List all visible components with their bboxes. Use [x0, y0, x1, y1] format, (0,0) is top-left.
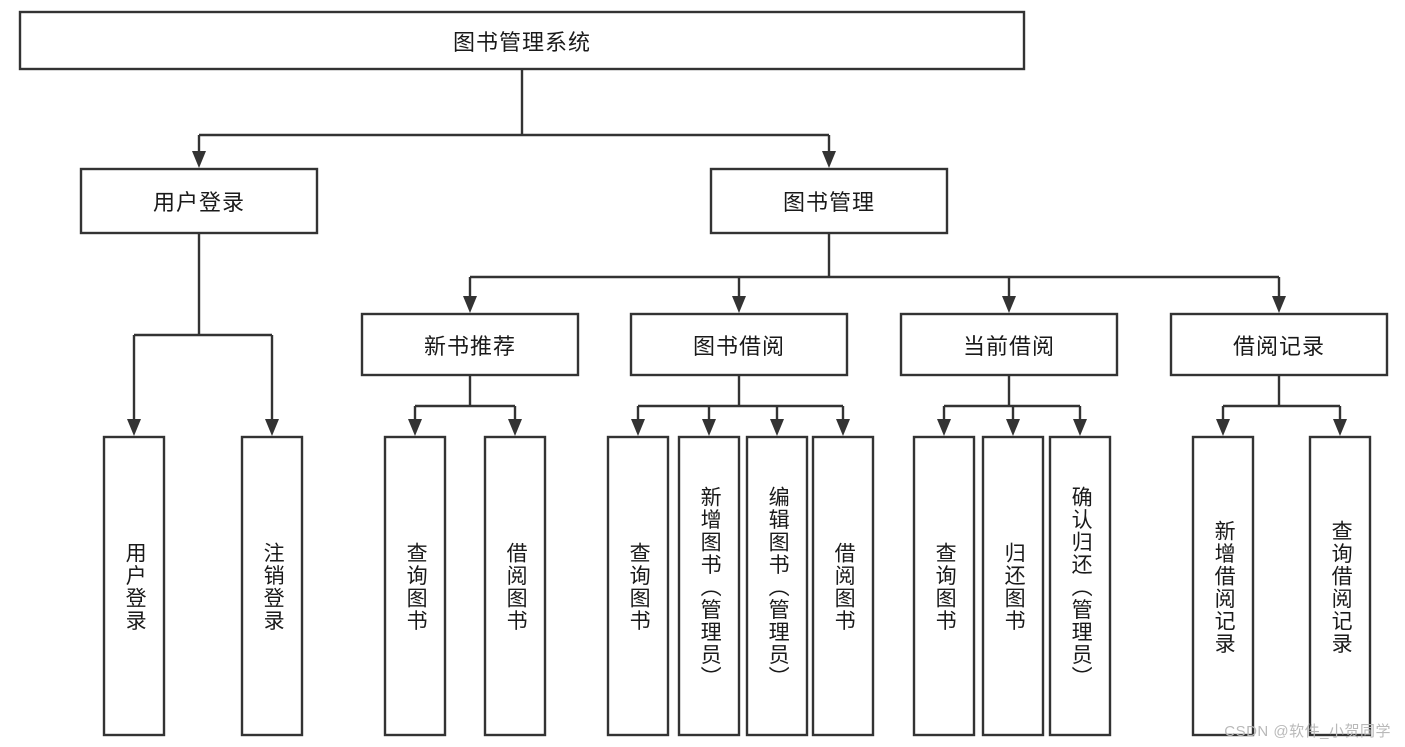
node-box-root[interactable]: [18, 10, 1026, 71]
node-box-leaf-rec-add-record[interactable]: [1191, 435, 1255, 737]
node-leaf-user-logout[interactable]: [240, 435, 304, 737]
arrowhead-borrow-record: [1272, 296, 1286, 313]
arrowhead-new-book-recommend: [463, 296, 477, 313]
node-box-leaf-rec-query-record[interactable]: [1308, 435, 1372, 737]
node-leaf-brw-query-book[interactable]: [606, 435, 670, 737]
node-box-leaf-cur-confirm[interactable]: [1048, 435, 1112, 737]
node-box-leaf-brw-query-book[interactable]: [606, 435, 670, 737]
arrowhead-leaf-brw-borrow-book: [836, 419, 850, 436]
arrowhead-leaf-cur-query-book: [937, 419, 951, 436]
node-leaf-rec-query-book[interactable]: [383, 435, 447, 737]
arrowhead-leaf-rec-add-record: [1216, 419, 1230, 436]
arrowhead-current-borrow: [1002, 296, 1016, 313]
node-box-leaf-cur-return-book[interactable]: [981, 435, 1045, 737]
watermark-text: CSDN @软件_小贺同学: [1224, 723, 1391, 740]
node-box-borrow-record[interactable]: [1169, 312, 1389, 377]
arrowhead-user-login: [192, 151, 206, 168]
arrowhead-leaf-rec-query-book: [408, 419, 422, 436]
arrowhead-leaf-brw-query-book: [631, 419, 645, 436]
node-box-leaf-user-logout[interactable]: [240, 435, 304, 737]
node-leaf-cur-confirm[interactable]: [1048, 435, 1112, 737]
arrowhead-leaf-brw-edit-book: [770, 419, 784, 436]
node-user-login[interactable]: [79, 167, 319, 235]
node-leaf-cur-return-book[interactable]: [981, 435, 1045, 737]
node-borrow-record[interactable]: [1169, 312, 1389, 377]
node-box-leaf-user-login[interactable]: [102, 435, 166, 737]
node-box-new-book-recommend[interactable]: [360, 312, 580, 377]
arrowhead-leaf-user-logout: [265, 419, 279, 436]
node-leaf-brw-add-book[interactable]: [677, 435, 741, 737]
node-box-leaf-brw-edit-book[interactable]: [745, 435, 809, 737]
node-box-book-borrow[interactable]: [629, 312, 849, 377]
node-leaf-rec-query-record[interactable]: [1308, 435, 1372, 737]
node-box-book-manage[interactable]: [709, 167, 949, 235]
arrowhead-leaf-rec-query-record: [1333, 419, 1347, 436]
node-box-current-borrow[interactable]: [899, 312, 1119, 377]
node-book-borrow[interactable]: [629, 312, 849, 377]
node-root[interactable]: [18, 10, 1026, 71]
arrowhead-leaf-user-login: [127, 419, 141, 436]
node-book-manage[interactable]: [709, 167, 949, 235]
node-leaf-cur-query-book[interactable]: [912, 435, 976, 737]
node-new-book-recommend[interactable]: [360, 312, 580, 377]
node-box-leaf-rec-borrow-book[interactable]: [483, 435, 547, 737]
node-leaf-rec-add-record[interactable]: [1191, 435, 1255, 737]
node-leaf-brw-edit-book[interactable]: [745, 435, 809, 737]
arrowhead-book-borrow: [732, 296, 746, 313]
node-box-leaf-rec-query-book[interactable]: [383, 435, 447, 737]
node-leaf-rec-borrow-book[interactable]: [483, 435, 547, 737]
node-leaf-brw-borrow-book[interactable]: [811, 435, 875, 737]
node-box-leaf-brw-add-book[interactable]: [677, 435, 741, 737]
arrowhead-leaf-rec-borrow-book: [508, 419, 522, 436]
arrowhead-leaf-cur-confirm: [1073, 419, 1087, 436]
node-leaf-user-login[interactable]: [102, 435, 166, 737]
arrowhead-leaf-brw-add-book: [702, 419, 716, 436]
node-current-borrow[interactable]: [899, 312, 1119, 377]
arrowhead-book-manage: [822, 151, 836, 168]
arrowhead-leaf-cur-return-book: [1006, 419, 1020, 436]
node-box-leaf-brw-borrow-book[interactable]: [811, 435, 875, 737]
node-box-user-login[interactable]: [79, 167, 319, 235]
node-box-leaf-cur-query-book[interactable]: [912, 435, 976, 737]
